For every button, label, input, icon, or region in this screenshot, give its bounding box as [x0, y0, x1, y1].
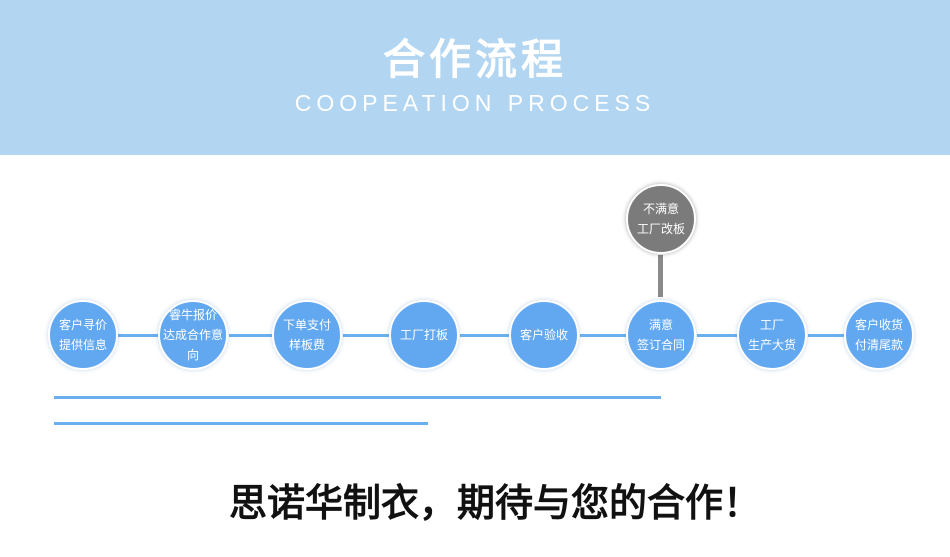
flow-step-contract: 满意 签订合同 [626, 300, 696, 370]
connector-6-7 [697, 334, 737, 337]
flow-step-payment: 客户收货 付清尾款 [844, 300, 914, 370]
slogan: 思诺华制衣，期待与您的合作！ [228, 480, 761, 525]
header-banner: 合作流程 COOPEATION PROCESS [0, 0, 950, 155]
connector-2-3 [229, 334, 272, 337]
flow-step-rework: 不满意 工厂改板 [626, 184, 696, 254]
branch-connector [658, 255, 663, 297]
connector-5-6 [580, 334, 626, 337]
divider-line-short [54, 422, 428, 425]
divider-line-long [54, 396, 661, 399]
flow-step-sampling: 工厂打板 [389, 300, 459, 370]
flow-step-inquiry: 客户寻价 提供信息 [48, 300, 118, 370]
connector-1-2 [118, 334, 158, 337]
flow-step-production: 工厂 生产大货 [737, 300, 807, 370]
flow-step-acceptance: 客户验收 [509, 300, 579, 370]
page-subtitle: COOPEATION PROCESS [294, 90, 656, 116]
connector-7-8 [808, 334, 844, 337]
connector-3-4 [343, 334, 389, 337]
connector-4-5 [460, 334, 509, 337]
flow-step-quote: 睿牛报价 达成合作意向 [158, 300, 228, 370]
page-title: 合作流程 [382, 35, 567, 84]
flow-step-sample-fee: 下单支付 样板费 [272, 300, 342, 370]
